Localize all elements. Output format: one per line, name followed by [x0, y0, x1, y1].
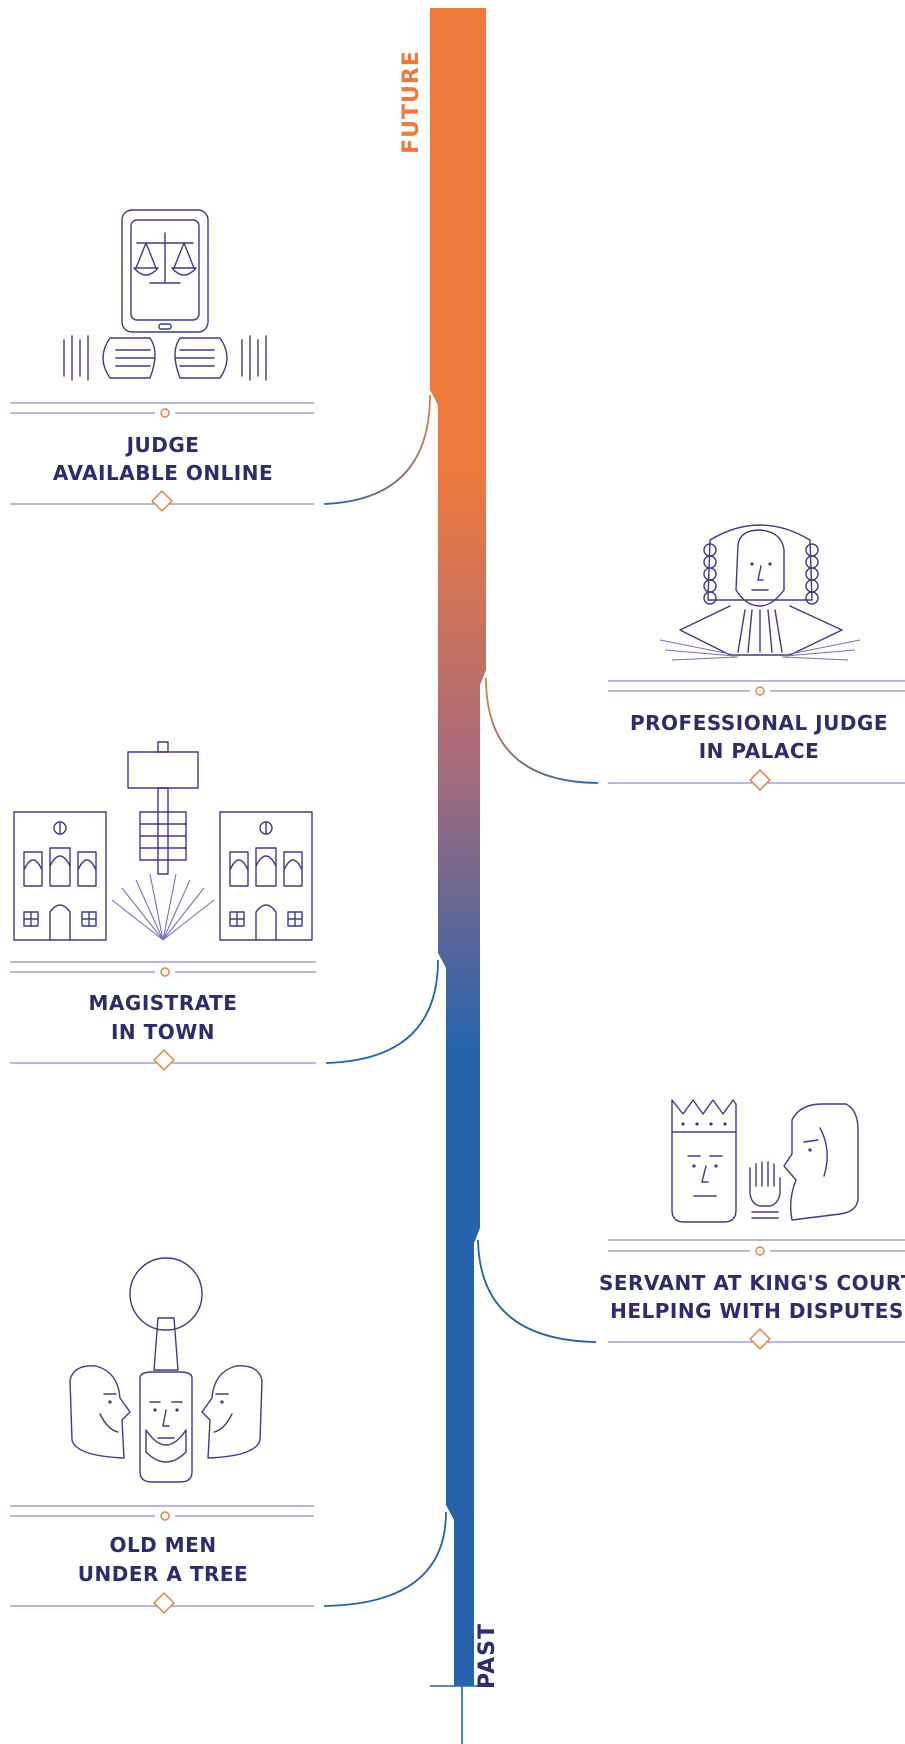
milestone-divider [10, 402, 314, 418]
tablet-scales-icon [63, 209, 267, 381]
milestone-divider [10, 961, 316, 977]
timeline-bar [430, 8, 486, 1686]
milestone-old-men-tree: OLD MEN UNDER A TREE [10, 1257, 447, 1614]
past-label: PAST [475, 1623, 500, 1689]
connector-curve [323, 1511, 447, 1607]
future-label: FUTURE [399, 50, 424, 154]
milestone-judge-online: JUDGE AVAILABLE ONLINE [10, 209, 431, 512]
milestone-title-line1: JUDGE [125, 433, 200, 457]
diamond-marker [153, 1049, 175, 1071]
milestone-title-line2: IN PALACE [699, 739, 820, 763]
milestone-magistrate: MAGISTRATE IN TOWN [10, 741, 439, 1071]
diamond-marker [153, 1592, 175, 1614]
milestone-title-line1: OLD MEN [109, 1533, 216, 1557]
connector-curve [477, 1239, 597, 1343]
diamond-marker [749, 769, 771, 791]
diamond-marker [749, 1328, 771, 1350]
connector-curve [325, 959, 439, 1064]
elders-under-tree-icon [69, 1257, 263, 1483]
milestone-title-line2: AVAILABLE ONLINE [53, 461, 273, 485]
timeline-axis: FUTURE PAST [399, 8, 500, 1744]
town-hall-gavel-icon [13, 741, 313, 941]
milestone-professional-judge: PROFESSIONAL JUDGE IN PALACE [485, 524, 905, 791]
milestone-title-line2: HELPING WITH DISPUTES [610, 1299, 904, 1323]
milestone-title-line2: UNDER A TREE [78, 1562, 248, 1586]
connector-curve [323, 394, 431, 505]
connector-curve [485, 677, 599, 784]
king-and-servant-icon [671, 1099, 859, 1223]
diamond-marker [151, 490, 173, 512]
milestone-title-line1: SERVANT AT KING'S COURT [599, 1271, 905, 1295]
milestone-divider [608, 1239, 905, 1256]
milestone-title-line1: MAGISTRATE [89, 991, 238, 1015]
milestone-divider [608, 680, 905, 696]
milestone-servant-kings-court: SERVANT AT KING'S COURT HELPING WITH DIS… [477, 1099, 905, 1350]
wigged-judge-icon [659, 524, 861, 661]
milestone-divider [10, 1505, 314, 1521]
milestone-title-line1: PROFESSIONAL JUDGE [630, 711, 888, 735]
milestone-title-line2: IN TOWN [111, 1020, 215, 1044]
